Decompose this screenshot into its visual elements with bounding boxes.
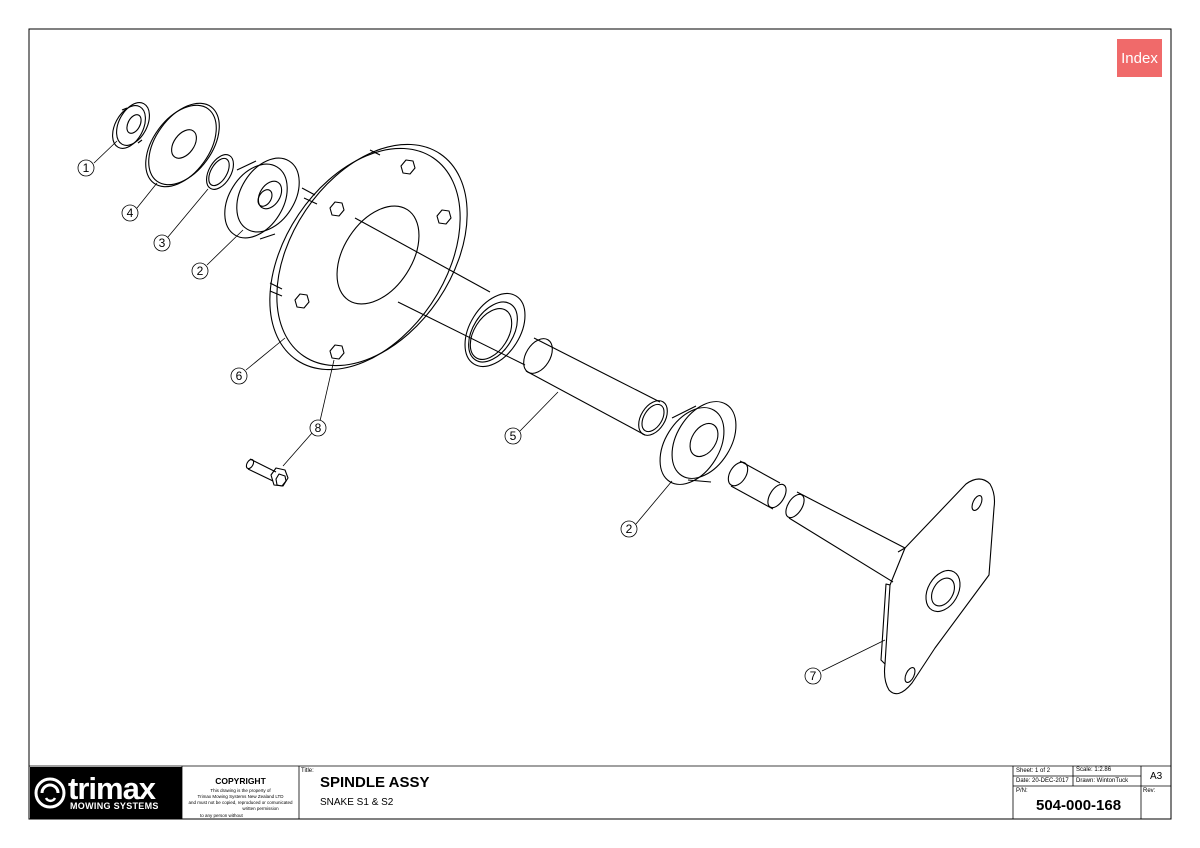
leader-lines — [93, 140, 886, 672]
brand-name: trimax — [68, 771, 156, 806]
balloon-label: 3 — [159, 236, 166, 250]
drawing-title: SPINDLE ASSY — [320, 774, 430, 791]
copyright-heading: COPYRIGHT — [215, 776, 266, 786]
sheet-size: A3 — [1150, 771, 1163, 782]
balloon-1: 1 — [77, 159, 95, 177]
balloon-label: 7 — [810, 669, 817, 683]
balloon-label: 2 — [197, 264, 204, 278]
date: Date: 20-DEC-2017 — [1016, 778, 1069, 784]
drawing-subtitle: SNAKE S1 & S2 — [320, 797, 394, 808]
exploded-view — [93, 102, 996, 695]
sheet-number: Sheet: 1 of 2 — [1016, 768, 1051, 774]
drawn-by: Drawn: WintonTuck — [1076, 778, 1129, 784]
pn-label: P/N: — [1016, 788, 1028, 794]
copyright-line: and must not be copied, reproduced or co… — [188, 800, 293, 805]
part-8-flange-nuts — [294, 159, 452, 360]
balloon-4: 4 — [121, 204, 139, 222]
part-1-locknut — [112, 102, 150, 149]
part-3-ring — [205, 154, 235, 190]
trimax-swirl-icon — [34, 777, 66, 809]
title-block-frame — [29, 765, 1171, 819]
balloon-8: 8 — [309, 419, 327, 437]
balloon-7: 7 — [804, 667, 822, 685]
balloon-label: 1 — [83, 161, 90, 175]
trimax-logo: trimax MOWING SYSTEMS — [30, 767, 182, 819]
copyright-line: This drawing is the property of — [210, 788, 271, 793]
balloon-label: 2 — [626, 522, 633, 536]
part-number: 504-000-168 — [1036, 797, 1122, 814]
balloons: 1 4 3 2 6 8 5 2 — [77, 159, 822, 685]
copyright-line: written permission — [242, 806, 279, 811]
index-button[interactable]: Index — [1117, 39, 1162, 77]
scale: Scale: 1:2.86 — [1076, 767, 1112, 773]
balloon-2a: 2 — [191, 262, 209, 280]
part-8-bolt — [245, 458, 289, 487]
part-4-washer — [145, 102, 220, 188]
copyright-line: to any person without — [200, 813, 243, 818]
balloon-label: 5 — [510, 429, 517, 443]
balloon-label: 8 — [315, 421, 322, 435]
rev-label: Rev: — [1143, 788, 1156, 794]
part-7-spindle — [727, 460, 996, 695]
balloon-label: 4 — [127, 206, 134, 220]
part-2-bearing-upper — [224, 157, 300, 240]
title-label: Title: — [301, 768, 314, 774]
part-6-hub — [269, 143, 526, 371]
balloon-5: 5 — [504, 427, 522, 445]
part-2-bearing-lower — [659, 401, 737, 485]
balloon-6: 6 — [230, 367, 248, 385]
brand-subtitle: MOWING SYSTEMS — [70, 801, 159, 811]
balloon-2b: 2 — [620, 520, 638, 538]
copyright-line: Trimax Mowing Systems New Zealand LTD — [197, 794, 284, 799]
sheet-border — [28, 28, 1172, 820]
balloon-label: 6 — [236, 369, 243, 383]
copyright-notice: This drawing is the property of Trimax M… — [182, 788, 299, 812]
part-5-spacer — [523, 337, 668, 436]
balloon-3: 3 — [153, 234, 171, 252]
